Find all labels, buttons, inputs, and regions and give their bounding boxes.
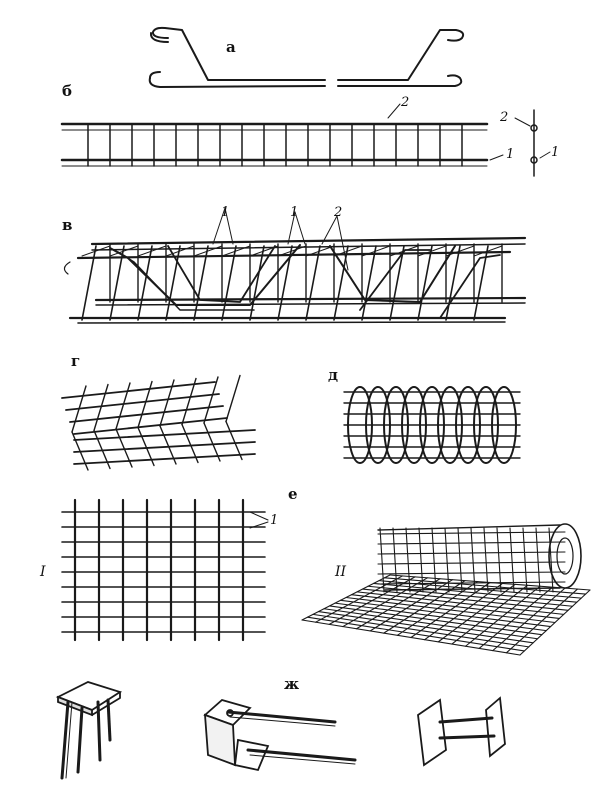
label-d: д [328,366,338,384]
label-g: г [71,352,81,370]
callout-b-side-bottom: 1 [551,145,560,160]
embedded-part-zh3 [417,696,506,767]
roman-e-I: I [40,564,46,580]
callout-b-top: 2 [401,95,410,110]
label-a: а [226,38,236,56]
roman-e-II: II [335,564,347,580]
bent-bar-a [148,26,465,88]
callout-v-2: 2 [334,205,343,220]
bent-mesh-g [61,374,256,471]
callout-v-1b: 1 [290,205,299,220]
label-e: е [288,485,298,503]
rolled-mesh-e2 [301,523,591,656]
label-zh: ж [284,675,300,693]
embedded-part-zh1 [55,681,123,780]
callout-e-1: 1 [270,513,279,528]
flat-mesh-e1 [61,498,269,642]
callout-b-right-bottom: 1 [506,147,515,162]
label-v: в [62,216,73,234]
spatial-frame-v [63,207,527,324]
label-b: б [62,82,73,100]
cylindrical-cage-d [343,386,521,464]
embedded-part-zh2 [203,698,357,772]
callout-b-side-top: 2 [500,110,509,125]
flat-frame-b [60,103,504,167]
frame-b-section [514,109,551,177]
callout-v-1a: 1 [221,205,230,220]
